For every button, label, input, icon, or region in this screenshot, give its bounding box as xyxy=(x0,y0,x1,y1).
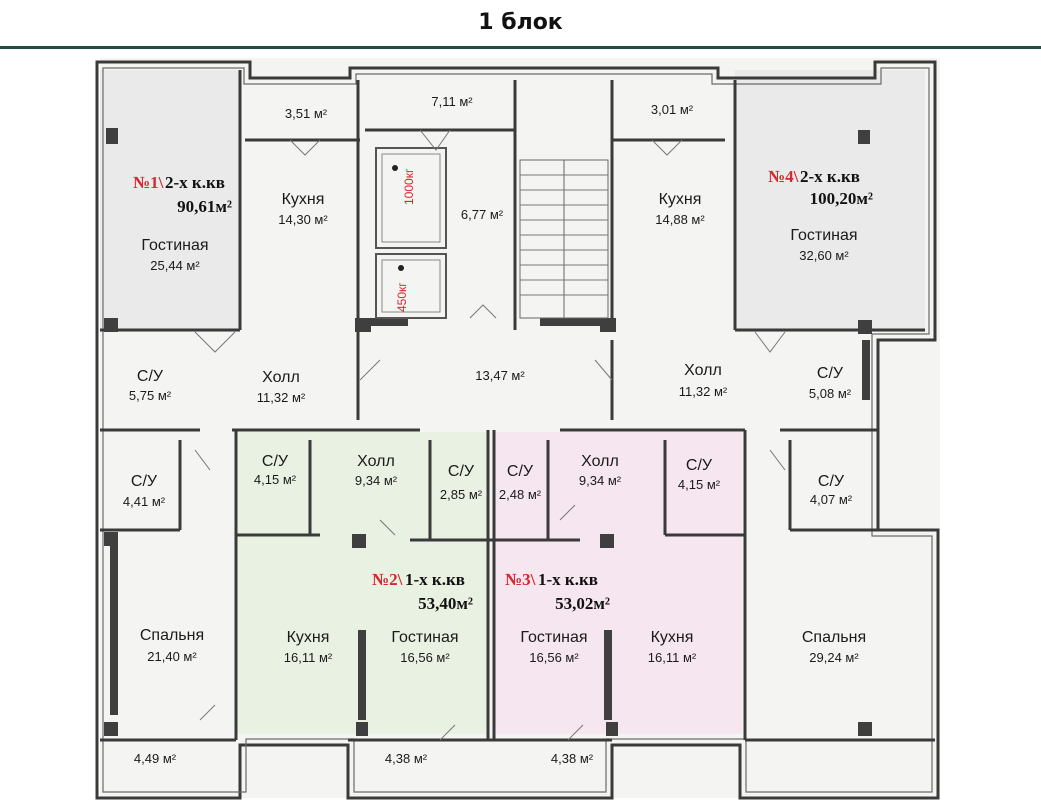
room-name: Кухня xyxy=(651,629,694,646)
room-area: 9,34 м² xyxy=(579,473,622,488)
apartment-1-label: №1\ 2-х к.кв 90,61м² xyxy=(133,173,232,216)
room-name: Кухня xyxy=(282,191,325,208)
room-area: 16,11 м² xyxy=(284,650,333,665)
room-name: Гостиная xyxy=(790,227,857,244)
room-name: С/У xyxy=(131,473,158,490)
apartment-4-living-fill xyxy=(735,70,925,332)
room-labels: 3,51 м² 7,11 м² 3,01 м² Кухня 14,30 м² 6… xyxy=(123,94,866,766)
apartment-1-living-fill xyxy=(100,70,240,332)
room-name: Гостиная xyxy=(141,237,208,254)
room-name: С/У xyxy=(448,463,475,480)
room-name: Холл xyxy=(262,369,300,386)
room-area: 4,38 м² xyxy=(385,751,428,766)
room-area: 14,88 м² xyxy=(655,212,705,227)
staircase xyxy=(519,159,609,319)
room-name: Холл xyxy=(684,362,722,379)
room-name: С/У xyxy=(262,453,289,470)
apartment-4-label: №4\ 2-х к.кв 100,20м² xyxy=(768,167,873,208)
room-name: Кухня xyxy=(659,191,702,208)
apartment-1-type: 2-х к.кв xyxy=(165,173,225,192)
elevator-shafts xyxy=(375,147,447,319)
room-area: 4,07 м² xyxy=(810,492,853,507)
room-area: 25,44 м² xyxy=(150,258,200,273)
room-area: 4,41 м² xyxy=(123,494,166,509)
apartment-2-label: №2\ 1-х к.кв 53,40м² xyxy=(372,570,473,613)
room-area: 14,30 м² xyxy=(278,212,328,227)
room-area: 5,08 м² xyxy=(809,386,852,401)
apartment-4-area: 100,20м² xyxy=(810,189,873,208)
apartment-3-label: №3\ 1-х к.кв 53,02м² xyxy=(505,570,610,613)
room-name: С/У xyxy=(507,463,534,480)
room-area: 11,32 м² xyxy=(679,384,728,399)
room-area: 2,48 м² xyxy=(499,487,542,502)
room-area: 4,49 м² xyxy=(134,751,177,766)
room-name: С/У xyxy=(686,457,713,474)
structural-columns xyxy=(104,128,872,736)
room-area: 3,51 м² xyxy=(285,106,328,121)
apartment-1-area: 90,61м² xyxy=(177,197,232,216)
room-area: 3,01 м² xyxy=(651,102,694,117)
interior-walls xyxy=(100,70,935,742)
room-area: 6,77 м² xyxy=(461,207,504,222)
room-area: 9,34 м² xyxy=(355,473,398,488)
room-name: Холл xyxy=(581,453,619,470)
lift-big-capacity: 1000кг xyxy=(402,168,416,205)
apartment-3-number: №3\ xyxy=(505,570,536,589)
room-area: 16,56 м² xyxy=(400,650,450,665)
room-name: Холл xyxy=(357,453,395,470)
room-area: 4,38 м² xyxy=(551,751,594,766)
room-name: С/У xyxy=(818,473,845,490)
room-name: Спальня xyxy=(140,627,204,644)
room-area: 11,32 м² xyxy=(257,390,306,405)
apartment-2-type: 1-х к.кв xyxy=(405,570,465,589)
door-swings xyxy=(194,129,786,741)
room-area: 13,47 м² xyxy=(475,368,525,383)
room-area: 2,85 м² xyxy=(440,487,483,502)
room-area: 4,15 м² xyxy=(678,477,721,492)
apartment-2-area: 53,40м² xyxy=(418,594,473,613)
apartment-3-area: 53,02м² xyxy=(555,594,610,613)
room-name: Спальня xyxy=(802,629,866,646)
apartment-3-type: 1-х к.кв xyxy=(538,570,598,589)
page-title: 1 блок xyxy=(478,10,563,35)
room-area: 5,75 м² xyxy=(129,388,172,403)
room-area: 32,60 м² xyxy=(799,248,849,263)
room-area: 7,11 м² xyxy=(431,94,473,109)
room-area: 4,15 м² xyxy=(254,472,297,487)
room-name: Гостиная xyxy=(391,629,458,646)
room-name: Кухня xyxy=(287,629,330,646)
room-area: 29,24 м² xyxy=(809,650,859,665)
apartment-3-fill xyxy=(494,432,742,734)
lift-small-capacity: 450кг xyxy=(395,282,409,312)
apartment-2-number: №2\ xyxy=(372,570,403,589)
apartment-4-number: №4\ xyxy=(768,167,799,186)
room-name: Гостиная xyxy=(520,629,587,646)
room-area: 16,56 м² xyxy=(529,650,579,665)
room-area: 21,40 м² xyxy=(147,649,197,664)
room-area: 16,11 м² xyxy=(648,650,697,665)
title-divider xyxy=(0,46,1041,49)
room-name: С/У xyxy=(137,368,164,385)
apartment-4-type: 2-х к.кв xyxy=(800,167,860,186)
apartment-1-number: №1\ xyxy=(133,173,164,192)
room-name: С/У xyxy=(817,365,844,382)
